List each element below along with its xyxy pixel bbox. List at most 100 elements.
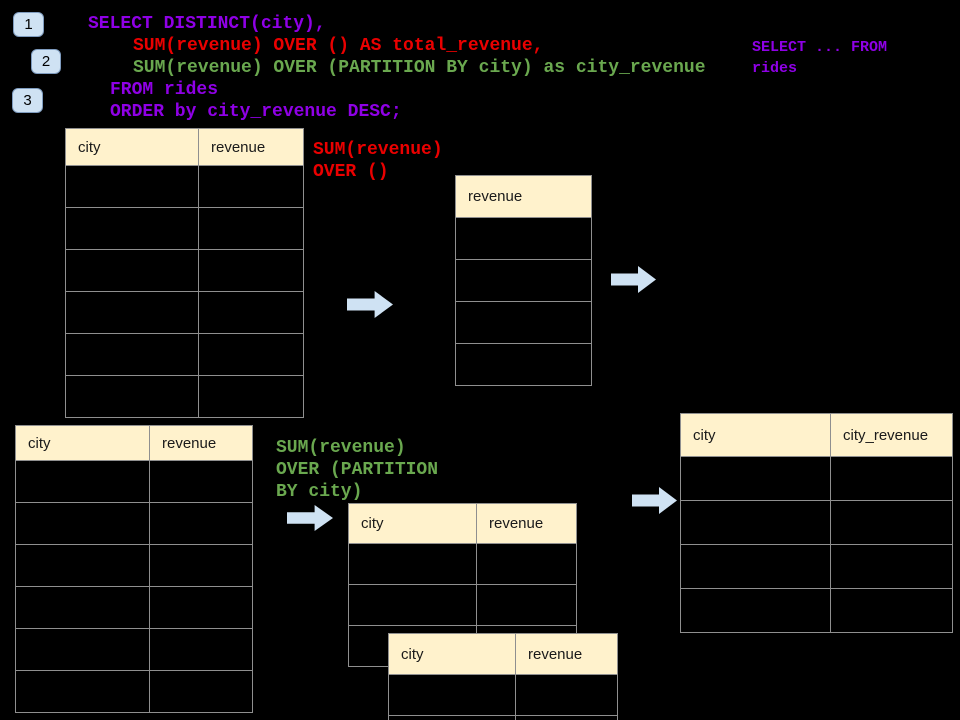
- table-cell: [149, 670, 253, 713]
- table-row: [65, 249, 304, 292]
- table-cell: [15, 460, 150, 503]
- table-cell: [15, 586, 150, 629]
- table-cell: [65, 165, 199, 208]
- label-partition-line2: OVER (PARTITION: [276, 460, 439, 480]
- column-header: revenue: [515, 633, 618, 675]
- table-cell: [15, 670, 150, 713]
- table-cell: [830, 456, 953, 501]
- table-row: [15, 544, 253, 587]
- table-row: [455, 343, 592, 386]
- table-row: [65, 333, 304, 376]
- table-cell: [198, 165, 304, 208]
- column-header: revenue: [198, 128, 304, 166]
- table-row: [455, 259, 592, 302]
- sql-line-sum-over-partition: SUM(revenue) OVER (PARTITION BY city) as…: [133, 58, 706, 78]
- table-row: [348, 584, 577, 626]
- table-row: [348, 543, 577, 585]
- table-row: [15, 460, 253, 503]
- table-cell: [388, 674, 516, 716]
- sql-line-select: SELECT DISTINCT(city),: [88, 14, 326, 34]
- step-badge-1: 1: [13, 12, 44, 37]
- table-row: [15, 502, 253, 545]
- table-cell: [455, 343, 592, 386]
- table-cell: [455, 259, 592, 302]
- table-cell: [680, 544, 831, 589]
- table-row: [455, 217, 592, 260]
- table-row: [65, 291, 304, 334]
- side-note-select-from: SELECT ... FROM: [752, 39, 888, 56]
- table-cell: [15, 502, 150, 545]
- table-cell: [15, 628, 150, 671]
- table-cell: [198, 249, 304, 292]
- table-cell: [515, 715, 618, 720]
- column-header: city_revenue: [830, 413, 953, 457]
- table-row: [680, 588, 953, 633]
- table-cell: [149, 544, 253, 587]
- table-cell: [149, 586, 253, 629]
- table-cell: [149, 460, 253, 503]
- table-cell: [198, 291, 304, 334]
- label-sum-over-line1: SUM(revenue): [313, 140, 443, 160]
- label-sum-over-line2: OVER (): [313, 162, 389, 182]
- column-header: city: [15, 425, 150, 461]
- sql-line-order-by: ORDER by city_revenue DESC;: [110, 102, 402, 122]
- table-cell: [830, 544, 953, 589]
- flow-arrow-icon: [611, 266, 656, 293]
- table-cell: [680, 500, 831, 545]
- table-cell: [198, 207, 304, 250]
- column-header: revenue: [476, 503, 577, 544]
- table-header-row: revenue: [455, 175, 592, 218]
- table-row: [680, 544, 953, 589]
- table-cell: [476, 584, 577, 626]
- table-cell: [680, 588, 831, 633]
- column-header: city: [65, 128, 199, 166]
- column-header: city: [680, 413, 831, 457]
- table-row: [388, 674, 618, 716]
- table-cell: [830, 500, 953, 545]
- table-cell: [388, 715, 516, 720]
- sql-line-sum-over-total: SUM(revenue) OVER () AS total_revenue,: [133, 36, 544, 56]
- table-cell: [476, 543, 577, 585]
- table-total-revenue: revenue: [455, 175, 592, 386]
- step-badge-3: 3: [12, 88, 43, 113]
- table-row: [65, 165, 304, 208]
- flow-arrow-icon: [632, 487, 677, 514]
- table-cell: [455, 217, 592, 260]
- column-header: city: [348, 503, 477, 544]
- step-badge-2: 2: [31, 49, 61, 74]
- table-cell: [198, 375, 304, 418]
- table-row: [455, 301, 592, 344]
- table-row: [65, 375, 304, 418]
- table-cell: [15, 544, 150, 587]
- flow-arrow-icon: [347, 291, 393, 318]
- table-cell: [65, 249, 199, 292]
- table-cell: [149, 628, 253, 671]
- column-header: revenue: [149, 425, 253, 461]
- table-row: [65, 207, 304, 250]
- label-partition-line1: SUM(revenue): [276, 438, 406, 458]
- sql-line-from: FROM rides: [110, 80, 219, 100]
- table-cell: [515, 674, 618, 716]
- table-cell: [830, 588, 953, 633]
- table-row: [680, 500, 953, 545]
- table-cell: [65, 207, 199, 250]
- table-row: [15, 670, 253, 713]
- table-cell: [65, 375, 199, 418]
- table-row: [680, 456, 953, 501]
- table-cell: [198, 333, 304, 376]
- column-header: revenue: [455, 175, 592, 218]
- column-header: city: [388, 633, 516, 675]
- label-partition-line3: BY city): [276, 482, 363, 502]
- table-row: [388, 715, 618, 720]
- table-cell: [348, 543, 477, 585]
- table-cell: [149, 502, 253, 545]
